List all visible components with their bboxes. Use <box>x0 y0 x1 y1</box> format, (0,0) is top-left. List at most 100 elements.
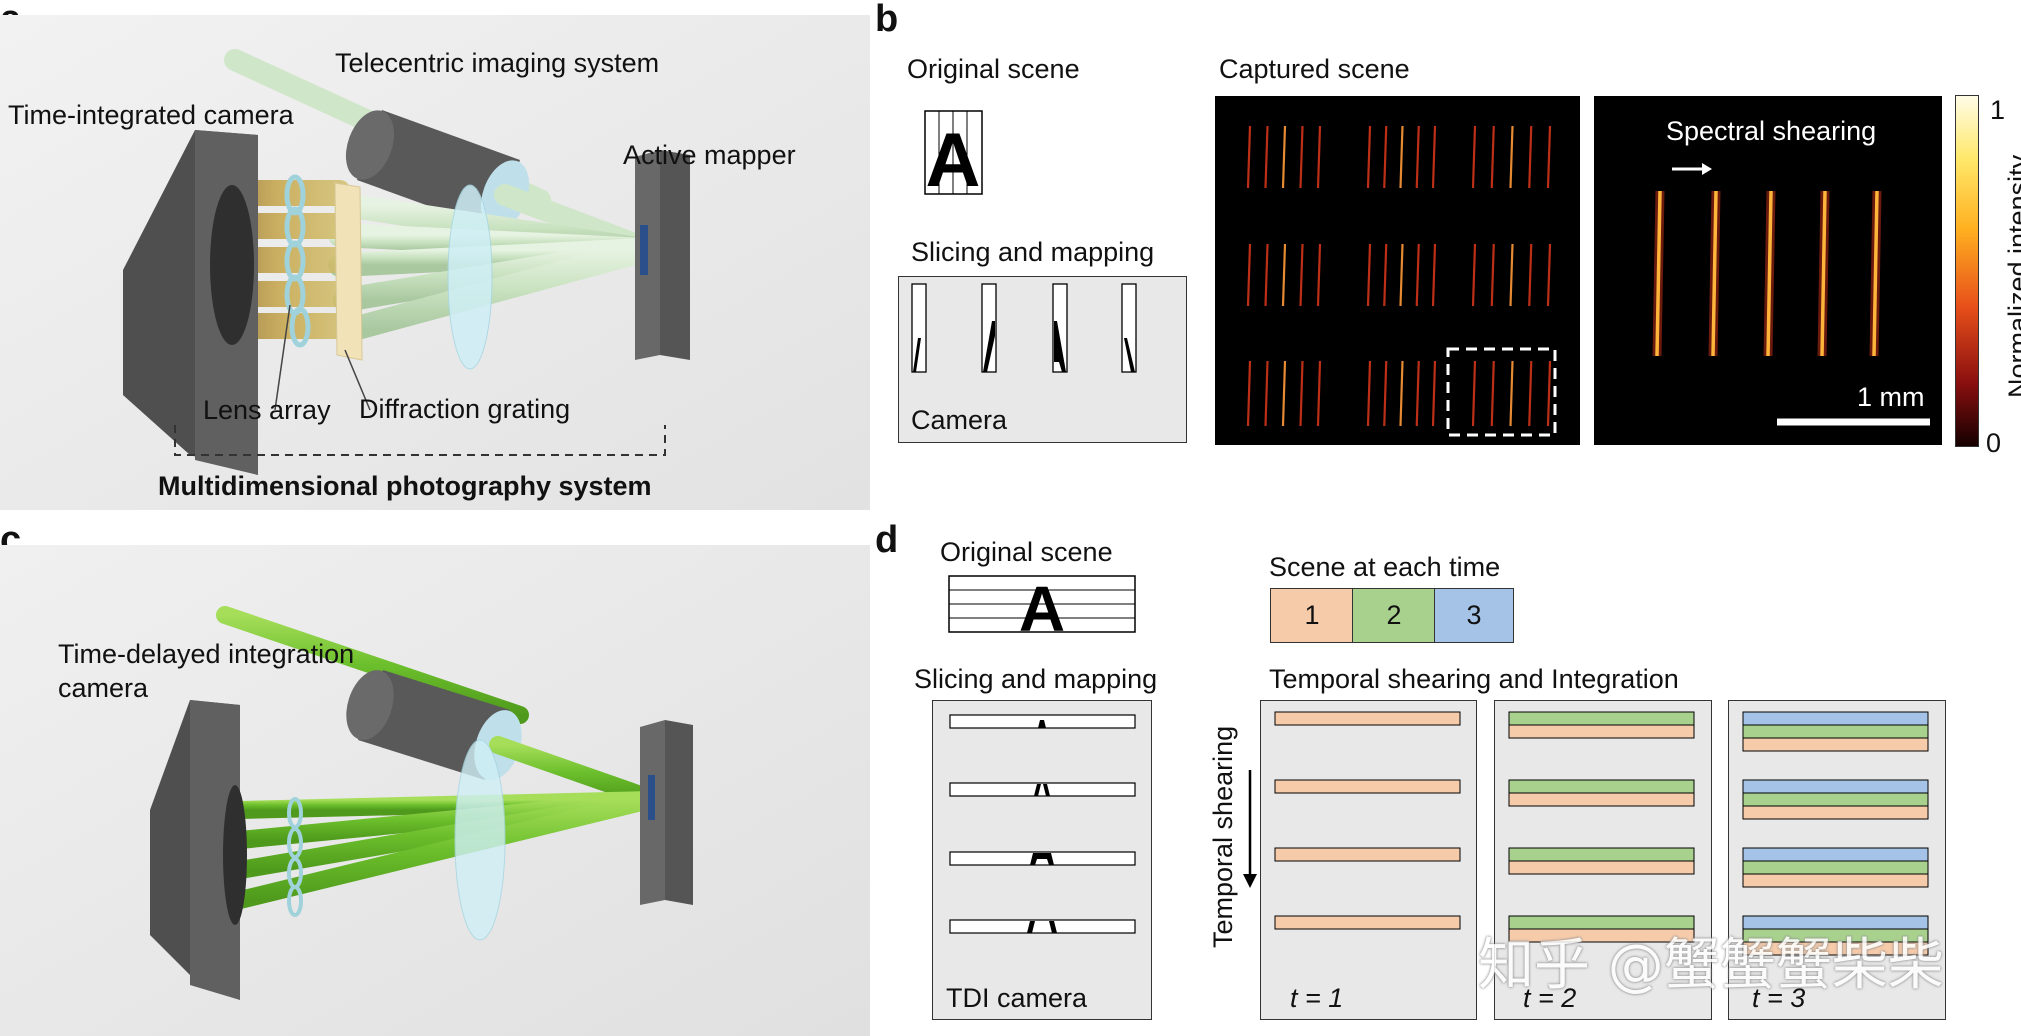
b-slice <box>981 283 997 373</box>
captured-line <box>1546 360 1552 427</box>
b-camera-box <box>898 276 1187 443</box>
time-bar <box>1508 847 1695 862</box>
zoom-line <box>1872 190 1879 357</box>
label-d-original: Original scene <box>940 537 1113 567</box>
time-bar <box>1742 711 1929 726</box>
time-cell-2: 2 <box>1352 588 1436 643</box>
captured-line <box>1316 243 1322 307</box>
label-b-captured: Captured scene <box>1219 54 1410 84</box>
captured-line <box>1546 125 1552 189</box>
time-cell-1: 1 <box>1270 588 1354 643</box>
captured-line <box>1490 360 1495 427</box>
time-bar <box>1742 847 1929 862</box>
label-telecentric: Telecentric imaging system <box>335 48 660 78</box>
captured-line <box>1528 125 1533 189</box>
relay-lens-shape <box>447 184 493 370</box>
label-b-slicing: Slicing and mapping <box>911 237 1155 267</box>
captured-line <box>1471 125 1477 189</box>
label-camera: Time-integrated camera <box>8 100 294 130</box>
captured-line <box>1471 243 1477 307</box>
time-bar <box>1742 792 1929 807</box>
d-time-bars <box>1274 711 1929 956</box>
label-t3: t = 3 <box>1752 983 1806 1013</box>
d-slice-fragment <box>1030 853 1054 865</box>
time-bar <box>1508 928 1695 943</box>
watermark: 知乎 @蟹蟹蟹柴柴 <box>1478 933 1944 998</box>
captured-line <box>1546 243 1552 307</box>
label-d-slicing: Slicing and mapping <box>914 664 1158 694</box>
label-d-tdi-camera: TDI camera <box>946 983 1088 1013</box>
captured-line <box>1431 243 1437 307</box>
captured-line <box>1383 125 1388 189</box>
label-d-scene-time: Scene at each time <box>1269 552 1501 582</box>
captured-line <box>1299 360 1304 427</box>
captured-line <box>1509 125 1514 189</box>
time-bar <box>1742 860 1929 875</box>
zoom-line <box>1766 190 1773 357</box>
captured-line <box>1431 125 1437 189</box>
panel-label-d: d <box>875 519 899 561</box>
time-bar <box>1742 805 1929 820</box>
colorbar-min: 0 <box>1986 428 2002 458</box>
captured-line <box>1264 125 1269 189</box>
captured-line <box>1366 125 1372 189</box>
d-slice <box>949 782 1136 797</box>
d-slice-fragment <box>1027 921 1057 933</box>
captured-line <box>1490 243 1495 307</box>
d-glyph: A <box>1019 575 1065 635</box>
captured-line <box>1431 360 1437 427</box>
diffraction-grating-shape <box>334 182 363 361</box>
b-slice <box>1121 283 1137 373</box>
zoom-line <box>1655 190 1662 357</box>
time-bar <box>1274 779 1461 794</box>
time-bar <box>1742 779 1929 794</box>
b-slice-fragment <box>1054 321 1066 372</box>
captured-line <box>1316 125 1322 189</box>
captured-line <box>1264 360 1269 427</box>
temporal-shearing-arrow <box>1243 770 1257 888</box>
captured-line <box>1366 243 1372 307</box>
time-bar <box>1508 711 1695 726</box>
d-tdi-slices <box>949 714 1136 934</box>
captured-line <box>1246 360 1252 427</box>
c-beam-bundle <box>231 791 659 909</box>
b-slice <box>911 283 927 373</box>
time-bar <box>1508 724 1695 739</box>
time-bar <box>1742 737 1929 752</box>
captured-line <box>1528 360 1533 427</box>
label-tdi-camera: Time-delayed integration camera <box>58 639 355 703</box>
captured-line <box>1281 125 1287 189</box>
time-bar <box>1274 847 1461 862</box>
time-bar <box>1742 724 1929 739</box>
label-system: Multidimensional photography system <box>158 471 652 501</box>
b-slice-fragment <box>983 321 995 372</box>
time-bar <box>1274 711 1461 726</box>
captured-line <box>1490 125 1495 189</box>
captured-line <box>1246 243 1252 307</box>
time-bar <box>1508 860 1695 875</box>
captured-line <box>1415 243 1420 307</box>
label-scale: 1 mm <box>1857 382 1925 412</box>
captured-line <box>1399 360 1404 427</box>
captured-line <box>1281 243 1287 307</box>
captured-line <box>1399 125 1404 189</box>
b-glyph: A <box>926 118 981 196</box>
label-t2: t = 2 <box>1523 983 1577 1013</box>
captured-line <box>1383 243 1388 307</box>
zoom-line <box>1711 190 1718 357</box>
label-temporal-shearing: Temporal shearing <box>1208 725 1238 948</box>
label-mapper: Active mapper <box>623 140 796 170</box>
b-slice-fragment <box>913 338 921 372</box>
captured-line <box>1383 360 1388 427</box>
colorbar-title: Normalized intensity <box>2003 154 2021 398</box>
label-grating: Diffraction grating <box>359 394 571 424</box>
captured-line <box>1399 243 1404 307</box>
captured-line <box>1509 243 1514 307</box>
d-slice-fragment <box>1038 720 1046 728</box>
captured-line <box>1415 360 1420 427</box>
label-lens-array: Lens array <box>203 395 331 425</box>
b-zoomed-scene <box>1594 96 1942 445</box>
captured-line <box>1246 125 1252 189</box>
label-b-camera: Camera <box>911 405 1008 435</box>
time-bar <box>1508 779 1695 794</box>
